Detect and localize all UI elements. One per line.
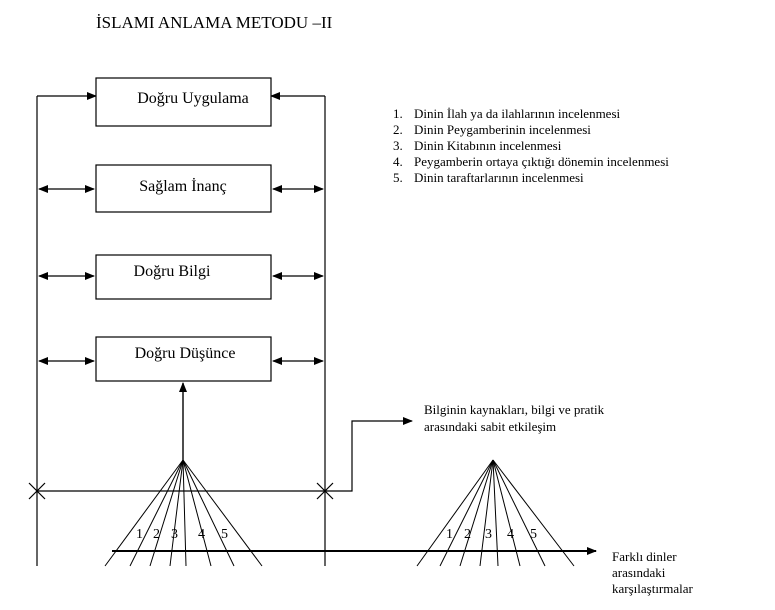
box-label: Doğru Bilgi xyxy=(134,263,211,280)
fan-number: 3 xyxy=(485,527,492,542)
arrow-to-interaction-note xyxy=(325,417,413,492)
fan-number: 1 xyxy=(136,527,143,542)
fan-number: 5 xyxy=(530,527,537,542)
box-dogru-dusunce: Doğru Düşünce xyxy=(95,336,272,382)
method-number: 1. xyxy=(393,106,403,121)
method-number: 4. xyxy=(393,154,403,169)
fan-number: 2 xyxy=(153,527,160,542)
method-number: 3. xyxy=(393,138,403,153)
method-text: Dinin Peygamberinin incelenmesi xyxy=(414,122,591,137)
comparison-note-line1: Farklı dinler xyxy=(612,549,677,564)
box-label: Sağlam İnanç xyxy=(139,177,227,195)
fan-number: 4 xyxy=(507,527,514,542)
comparison-note-line2: arasındaki xyxy=(612,565,666,580)
box-dogru-bilgi: Doğru Bilgi xyxy=(95,254,272,300)
box-saglam-inanc: Sağlam İnanç xyxy=(95,164,272,213)
fan-number: 2 xyxy=(464,527,471,542)
fan-number: 3 xyxy=(171,527,178,542)
box-label: Doğru Düşünce xyxy=(135,345,236,362)
method-number: 5. xyxy=(393,170,403,185)
method-text: Dinin Kitabının incelenmesi xyxy=(414,138,562,153)
right-fan xyxy=(416,459,575,567)
method-number: 2. xyxy=(393,122,403,137)
fan-number: 5 xyxy=(221,527,228,542)
interaction-note-line1: Bilginin kaynakları, bilgi ve pratik xyxy=(424,402,605,417)
comparison-note-line3: karşılaştırmalar xyxy=(612,581,694,596)
method-text: Dinin taraftarlarının incelenmesi xyxy=(414,170,584,185)
page-title: İSLAMI ANLAMA METODU –II xyxy=(96,13,333,32)
box-label: Doğru Uygulama xyxy=(137,90,249,107)
left-fan xyxy=(104,459,263,567)
method-text: Dinin İlah ya da ilahlarının incelenmesi xyxy=(414,106,621,121)
interaction-note-line2: arasındaki sabit etkileşim xyxy=(424,419,556,434)
fan-number: 1 xyxy=(446,527,453,542)
box-dogru-uygulama: Doğru Uygulama xyxy=(95,77,272,127)
double-arrows xyxy=(38,185,324,365)
methods-list: 1. Dinin İlah ya da ilahlarının incelenm… xyxy=(393,106,669,185)
fan-number: 4 xyxy=(198,527,205,542)
method-text: Peygamberin ortaya çıktığı dönemin incel… xyxy=(414,154,669,169)
left-fan-numbers: 1 2 3 4 5 xyxy=(136,527,228,542)
right-fan-numbers: 1 2 3 4 5 xyxy=(446,527,537,542)
